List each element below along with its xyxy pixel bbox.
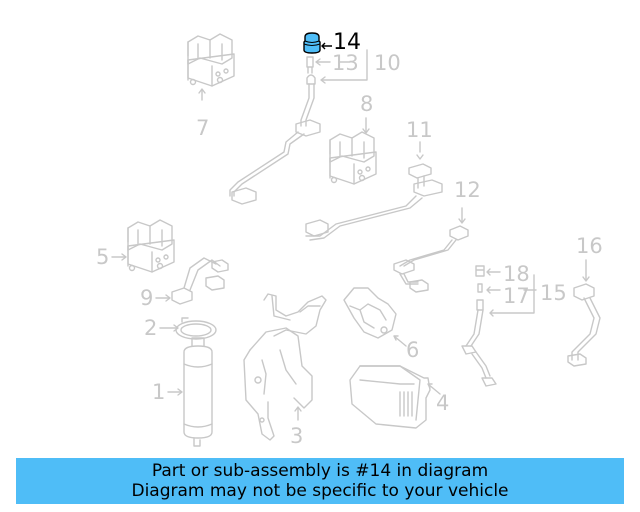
control-unit-4-icon <box>349 365 441 429</box>
callout-14[interactable]: 14 <box>333 30 361 55</box>
callout-13[interactable]: 13 <box>332 51 359 75</box>
callout-11[interactable]: 11 <box>406 118 433 142</box>
callout-7[interactable]: 7 <box>196 116 210 140</box>
pressure-line-9-icon <box>155 257 229 305</box>
pressure-line-15-icon <box>461 299 497 387</box>
callout-5[interactable]: 5 <box>96 245 110 269</box>
callout-1[interactable]: 1 <box>152 380 166 404</box>
callout-10[interactable]: 10 <box>374 51 401 75</box>
callout-12[interactable]: 12 <box>454 178 481 202</box>
pressure-line-12-icon <box>393 207 469 293</box>
pressure-line-10-icon <box>229 74 321 205</box>
callout-3[interactable]: 3 <box>290 424 304 448</box>
highlighted-part-14-icon <box>303 32 332 54</box>
callout-4[interactable]: 4 <box>436 391 450 415</box>
valve-block-8-icon <box>329 117 377 185</box>
control-module-6-icon <box>343 287 407 347</box>
fitting-13-icon <box>306 49 368 84</box>
callout-9[interactable]: 9 <box>140 286 154 310</box>
banner-disclaimer-line: Diagram may not be specific to your vehi… <box>131 481 509 501</box>
pressure-line-11-icon <box>305 141 443 241</box>
banner-part-line: Part or sub-assembly is #14 in diagram <box>151 461 489 481</box>
retaining-ring-2-icon <box>159 317 217 340</box>
fitting-18-icon <box>475 265 501 277</box>
callout-6[interactable]: 6 <box>406 338 420 362</box>
callout-16[interactable]: 16 <box>576 234 603 258</box>
info-banner: Part or sub-assembly is #14 in diagram D… <box>16 458 624 504</box>
callout-15[interactable]: 15 <box>540 281 567 305</box>
fitting-17-icon <box>477 274 537 317</box>
bracket-3-icon <box>243 293 327 441</box>
callout-2[interactable]: 2 <box>144 316 158 340</box>
pressure-line-16-icon <box>567 259 601 367</box>
accumulator-1-icon <box>167 337 213 447</box>
callout-17[interactable]: 17 <box>503 284 530 308</box>
callout-18[interactable]: 18 <box>503 262 530 286</box>
valve-block-5-icon <box>111 219 175 273</box>
valve-block-7-icon <box>187 33 235 101</box>
callout-8[interactable]: 8 <box>360 92 374 116</box>
